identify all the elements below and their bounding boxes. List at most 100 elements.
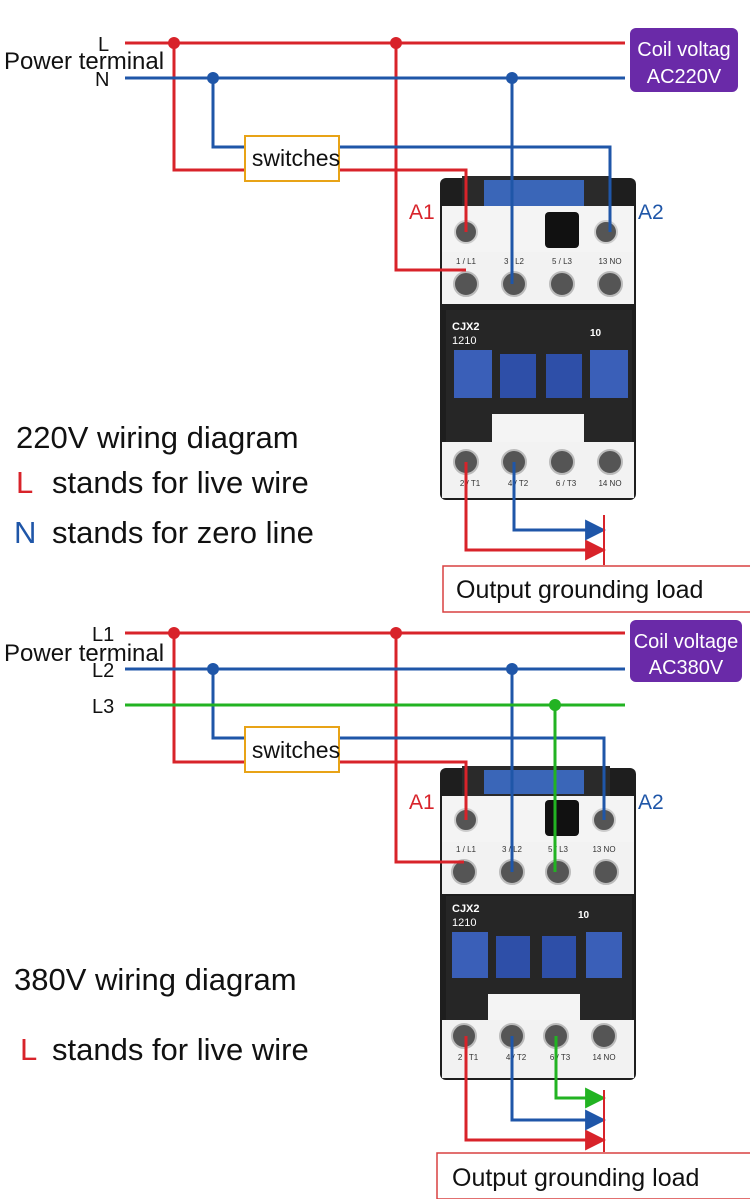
switch-to-a2-wire (339, 145, 612, 232)
contactor-coil-window (545, 212, 579, 248)
wiring-heading-220v: 220V wiring diagram (16, 420, 299, 455)
coil-voltage-value: AC380V (649, 657, 724, 679)
neutral-junction-1 (207, 72, 219, 84)
switch-label: switches (252, 145, 340, 171)
terminal-t3 (549, 449, 575, 475)
switch-to-a2-wire (339, 736, 606, 820)
terminal-13no (593, 859, 619, 885)
load-l1-wire (464, 1036, 607, 1151)
terminal-14no (597, 449, 623, 475)
coil-voltage-badge (630, 620, 742, 682)
contactor-aux: 10 (578, 910, 590, 921)
terminal-label-t3: 6 / T3 (556, 479, 577, 488)
contactor-window-2 (496, 936, 530, 978)
contactor-slider (492, 414, 584, 442)
terminal-label-t2: 4 / T2 (508, 479, 529, 488)
contactor-aux: 10 (590, 328, 602, 339)
contactor-window-4 (590, 350, 628, 398)
terminal-label-l1: 1 / L1 (456, 257, 477, 266)
l2-junction-2 (506, 663, 518, 675)
terminal-label-a1: A1 (409, 791, 435, 814)
power-terminal-label: Power terminal (4, 48, 164, 75)
contactor-window-1 (452, 932, 488, 978)
switch-to-a1-wire (339, 168, 468, 232)
contactor-window-4 (586, 932, 622, 978)
live-junction-1 (168, 37, 180, 49)
terminal-l1 (451, 859, 477, 885)
contactor-nameplate (484, 180, 584, 206)
contactor-window-3 (542, 936, 576, 978)
terminal-l3 (549, 271, 575, 297)
contactor-220v: 1 / L1 3 / L2 5 / L3 13 NO CJX2 1210 10 … (440, 176, 636, 500)
contactor-model: CJX2 (452, 321, 480, 333)
phase-l1-wires-380v (125, 631, 625, 1151)
terminal-label-13no: 13 NO (598, 257, 621, 266)
load-l2-wire (510, 1036, 607, 1131)
neutral-to-switch-wire (211, 78, 245, 149)
output-load-label: Output grounding load (452, 1164, 699, 1192)
legend-text-l: stands for live wire (52, 1032, 309, 1067)
terminal-label-t2: 4 / T2 (506, 1053, 527, 1062)
l1-junction-1 (168, 627, 180, 639)
l3-junction (549, 699, 561, 711)
power-terminal-label: Power terminal (4, 640, 164, 667)
l1-to-switch-wire (172, 633, 245, 764)
terminal-label-l2: 3 / L2 (504, 257, 525, 266)
coil-terminal-a2 (594, 220, 618, 244)
contactor-nameplate (484, 770, 584, 794)
line-label-l3: L3 (92, 696, 114, 718)
switch-box (244, 135, 340, 182)
coil-voltage-badge (630, 28, 738, 92)
live-to-l1-wire (394, 43, 466, 272)
terminal-14no (591, 1023, 617, 1049)
legend-text-n: stands for zero line (52, 515, 314, 550)
neutral-junction-2 (506, 72, 518, 84)
terminal-label-l3: 5 / L3 (552, 257, 573, 266)
contactor-rating: 1210 (452, 335, 476, 347)
l2-junction-1 (207, 663, 219, 675)
contactor-rating: 1210 (452, 917, 476, 929)
terminal-label-a2: A2 (638, 201, 664, 224)
terminal-label-13no: 13 NO (592, 845, 615, 854)
contactor-coil-window (545, 800, 579, 836)
contactor-window-3 (546, 354, 582, 398)
load-neutral-wire (512, 462, 607, 541)
contactor-slider (488, 994, 580, 1020)
switch-label: switches (252, 737, 340, 763)
output-load-box (436, 1152, 750, 1199)
terminal-label-14no: 14 NO (592, 1053, 615, 1062)
terminal-label-l1: 1 / L1 (456, 845, 477, 854)
live-wires-220v (125, 41, 625, 561)
phase-l3-wires-380v (125, 703, 625, 1109)
line-label-l1: L1 (92, 624, 114, 646)
terminal-label-l3: 5 / L3 (548, 845, 569, 854)
legend-letter-l: L (16, 465, 33, 500)
terminal-label-14no: 14 NO (598, 479, 621, 488)
legend-text-l: stands for live wire (52, 465, 309, 500)
contactor-model: CJX2 (452, 903, 480, 915)
l1-to-terminal-wire (394, 633, 464, 864)
terminal-l1 (453, 271, 479, 297)
terminal-13no (597, 271, 623, 297)
line-label-l: L (98, 34, 109, 56)
load-l3-wire (554, 1036, 607, 1109)
terminal-label-t3: 6 / T3 (550, 1053, 571, 1062)
section-380v: 1 / L1 3 / L2 5 / L3 13 NO CJX2 1210 10 … (4, 620, 750, 1199)
l1-junction-2 (390, 627, 402, 639)
terminal-label-a2: A2 (638, 791, 664, 814)
output-load-label: Output grounding load (456, 576, 703, 604)
live-junction-2 (390, 37, 402, 49)
load-live-wire (464, 462, 607, 561)
coil-voltage-value: AC220V (647, 66, 722, 88)
output-load-box (442, 565, 750, 613)
contactor-380v: 1 / L1 3 / L2 5 / L3 13 NO CJX2 1210 10 … (440, 766, 636, 1080)
l2-to-switch-wire (211, 669, 245, 740)
line-label-n: N (95, 69, 109, 91)
section-220v: 1 / L1 3 / L2 5 / L3 13 NO CJX2 1210 10 … (4, 28, 750, 613)
switch-to-a1-wire (339, 760, 468, 820)
live-to-switch-wire (172, 43, 245, 172)
legend-letter-n: N (14, 515, 36, 550)
wiring-heading-380v: 380V wiring diagram (14, 962, 297, 997)
terminal-l2 (501, 271, 527, 297)
